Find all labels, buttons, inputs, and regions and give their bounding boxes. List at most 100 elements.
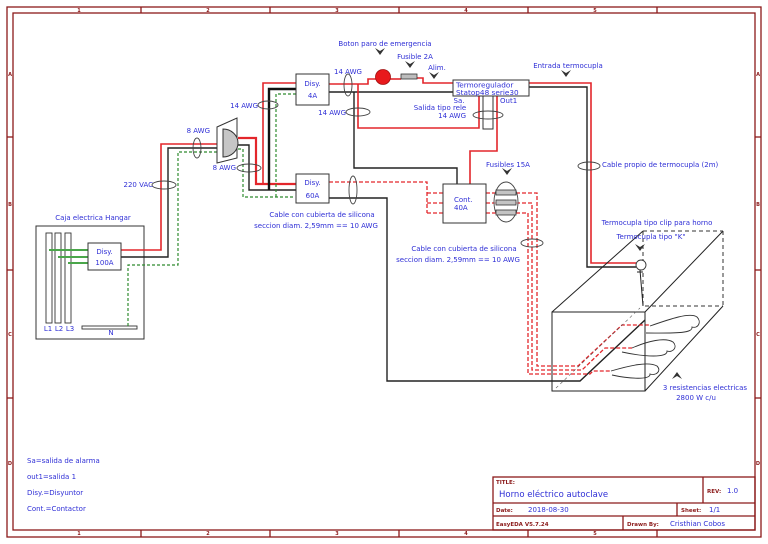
busbar-label: L2 (55, 325, 63, 333)
zone-col-label: 2 (206, 531, 210, 537)
cable-marker-14awg-left (257, 100, 279, 110)
oven-edge (644, 230, 724, 313)
zone-row-label: A (756, 72, 760, 78)
cable-marker-thermocouple (577, 161, 601, 171)
arrow-down-icon (405, 61, 415, 68)
zone-column-dividers (140, 7, 658, 537)
breaker-4a: Disy. 4A (295, 73, 330, 106)
cable-marker-220vac (151, 180, 177, 190)
oven-hidden-edge (555, 307, 641, 389)
label-220vac: 220 VAC (124, 181, 154, 189)
fuse-3-icon (495, 209, 517, 216)
cable-markers (151, 73, 601, 248)
label-fuses-15a: Fusibles 15A (486, 161, 530, 169)
label-resistances-power: 2800 W c/u (676, 394, 716, 402)
wire-power-neutral (329, 197, 646, 382)
wire-contactor-neutral (353, 92, 458, 184)
contactor-label: Cont. (454, 196, 473, 204)
zone-row-dividers (7, 136, 761, 399)
wire-heater-2 (486, 202, 632, 371)
label-power-input: Alim. (428, 64, 446, 72)
wire-thermocouple-neg (529, 86, 636, 268)
legend-item: Disy.=Disyuntor (27, 489, 83, 497)
wire-ground-feed (127, 151, 219, 326)
breaker-4a-rating: 4A (308, 92, 317, 100)
label-thermocouple-cable: Cable propio de termocupla (2m) (602, 161, 719, 169)
label-cable-oven-line2: seccion diam. 2,59mm == 10 AWG (396, 256, 520, 264)
heater-coil-2-icon (621, 339, 676, 357)
drawing-title: Horno eléctrico autoclave (499, 489, 608, 500)
fuse-2a-icon (400, 73, 418, 80)
fuse-1-icon (495, 189, 517, 196)
wire-phase-feed (121, 143, 219, 251)
wire-fuse-to-controller (417, 77, 453, 84)
breaker-4a-box (295, 73, 330, 106)
hangar-box-outline (35, 225, 145, 340)
thermocouple-clip-icon (635, 259, 647, 271)
breaker-60a: Disy. 60A (295, 173, 330, 204)
oven-edge (644, 305, 724, 392)
arrow-down-icon (375, 48, 385, 55)
cable-marker-10awg-oven (520, 238, 544, 248)
legend-item: Sa=salida de alarma (27, 457, 100, 465)
arrow-down-icon (635, 244, 645, 251)
emergency-stop-button-icon (375, 69, 391, 85)
cable-marker-14awg-relay (472, 110, 504, 120)
label-out1: Out1 (500, 97, 517, 105)
legend-item: Cont.=Contactor (27, 505, 86, 513)
sheet-value: 1/1 (709, 506, 720, 514)
zone-row-label: C (756, 332, 760, 338)
breaker-100a-label: Disy. (96, 248, 112, 256)
drawn-by-key: Drawn By: (627, 522, 659, 528)
label-thermocouple-clip: Termocupla tipo clip para horno (601, 219, 713, 227)
busbar-label: L1 (44, 325, 52, 333)
contactor-40a: Cont. 40A (442, 183, 487, 224)
label-awg-relay: 14 AWG (438, 112, 466, 120)
wire-thermocouple-pos (529, 82, 636, 264)
sheet-key: Sheet: (681, 508, 701, 514)
zone-col-label: 3 (335, 531, 339, 537)
zone-row-label: B (756, 202, 760, 208)
thermocouple-probe (637, 269, 644, 307)
temperature-controller-model: Statop48 serie30 (456, 88, 519, 97)
autoclave-oven (551, 230, 724, 392)
title-key: TITLE: (496, 480, 515, 486)
neutral-label: N (108, 329, 113, 337)
wire-neutral-to-4a (267, 87, 296, 190)
breaker-100a-rating: 100A (95, 259, 113, 267)
arrow-down-icon (502, 168, 512, 175)
breaker-60a-box (295, 173, 330, 204)
zone-col-label: 1 (77, 531, 81, 537)
label-fuse-2a: Fusible 2A (397, 53, 433, 61)
sheet-border: 1 2 3 4 5 1 2 3 4 5 A B C D A B C D (6, 6, 762, 538)
arrow-up-icon (672, 372, 682, 379)
temperature-controller-box (452, 79, 530, 97)
plug-socket-icon (222, 128, 239, 158)
breaker-4a-label: Disy. (304, 80, 320, 88)
breaker-100a: Disy. 100A (87, 242, 122, 271)
label-awg8-low: 8 AWG (213, 164, 236, 172)
software-version: EasyEDA V5.7.24 (496, 522, 549, 528)
cable-marker-8awg-low (236, 163, 262, 173)
power-plug (216, 117, 239, 164)
label-cable-60a-line2: seccion diam. 2,59mm == 10 AWG (254, 222, 378, 230)
oven-edge (551, 230, 644, 313)
zone-col-label: 4 (464, 8, 468, 14)
zone-col-label: 4 (464, 531, 468, 537)
inner-frame (12, 12, 756, 531)
wiring (121, 77, 650, 382)
wire-ground-4a (275, 93, 296, 197)
annotations: Boton paro de emergencia Fusible 2A Alim… (124, 40, 748, 402)
heater-coil-1-icon (645, 314, 700, 334)
outer-frame (6, 6, 762, 538)
label-resistances: 3 resistencias electricas (663, 384, 748, 392)
zone-row-label: D (756, 461, 760, 467)
wire-neutral-feed (121, 147, 219, 258)
fuse-2-icon (495, 199, 517, 206)
busbar-label: L3 (66, 325, 74, 333)
pointer-arrows (375, 48, 682, 379)
drawn-by-value: Cristhian Cobos (670, 520, 725, 528)
zone-row-label: B (8, 202, 12, 208)
label-emergency-button: Boton paro de emergencia (338, 40, 431, 48)
